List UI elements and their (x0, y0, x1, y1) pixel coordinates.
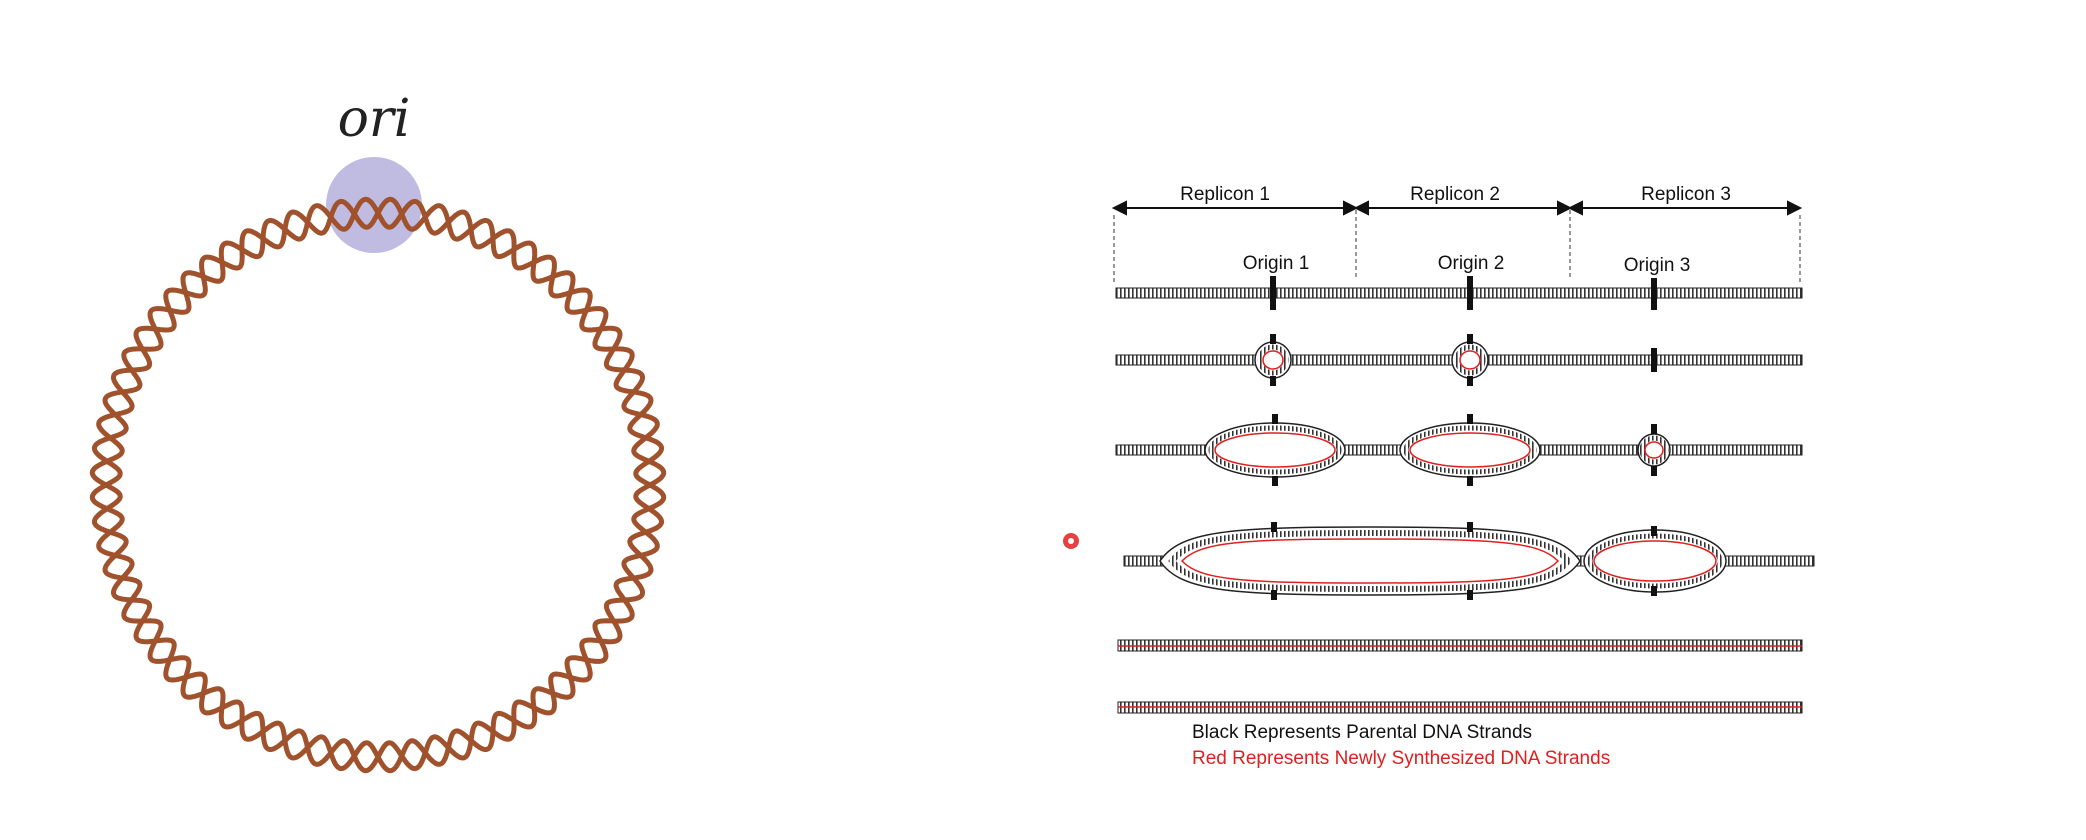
ori-label: ori (338, 89, 411, 149)
pointer-dot (1063, 533, 1079, 549)
origin-3-label: Origin 3 (1624, 255, 1691, 276)
dna-row-2 (1115, 334, 1803, 386)
replicon-3-label: Replicon 3 (1641, 184, 1731, 205)
origin-2-label: Origin 2 (1438, 253, 1505, 274)
legend-new: Red Represents Newly Synthesized DNA Str… (1192, 748, 1610, 769)
dna-row-3 (1115, 414, 1803, 486)
daughter-dna-2 (1117, 701, 1803, 714)
replication-bubble (1583, 529, 1727, 593)
replicon-boundaries (1113, 210, 1801, 282)
origin-marks-row-2 (1270, 334, 1657, 386)
helix-strand (89, 196, 667, 774)
origin-1-label: Origin 1 (1243, 253, 1310, 274)
origin-marks-row-4 (1271, 522, 1657, 600)
replication-bubble (1399, 422, 1541, 478)
helix-strand (89, 196, 667, 774)
origin-marks-row-3 (1272, 414, 1657, 486)
circular-plasmid: ori (89, 89, 667, 774)
circular-dna-helix (89, 196, 667, 774)
origin-marks-row-1 (1270, 276, 1657, 310)
replicon-2-label: Replicon 2 (1410, 184, 1500, 205)
replication-bubble (1451, 341, 1489, 379)
dna-row-4 (1123, 522, 1815, 600)
dna-row-1 (1115, 276, 1803, 310)
linear-replication-diagram: Replicon 1 Replicon 2 Replicon 3 Origin … (1111, 184, 1815, 769)
daughter-dna-1 (1117, 639, 1803, 652)
replicon-1-label: Replicon 1 (1180, 184, 1270, 205)
replication-bubble (1159, 526, 1581, 596)
replication-bubble (1204, 422, 1346, 478)
replication-bubble (1254, 341, 1292, 379)
replication-bubble (1637, 433, 1671, 467)
replicon-arrows (1111, 200, 1803, 216)
legend-parental: Black Represents Parental DNA Strands (1192, 722, 1532, 743)
